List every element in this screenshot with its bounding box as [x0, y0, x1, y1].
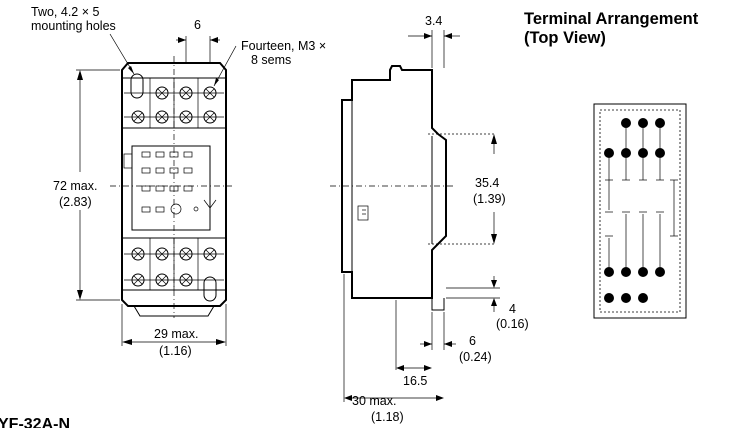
height-dimension-inch: (2.83) — [59, 195, 92, 209]
overall-dimension-mm: 30 max. — [352, 394, 397, 408]
terminal-arrangement-diagram — [593, 103, 687, 319]
screws-note-line2: 8 sems — [251, 53, 292, 67]
terminal-pitch-dimension: 6 — [194, 18, 201, 32]
height-dimension-mm: 72 max. — [53, 179, 98, 193]
mounting-holes-note-line1: Two, 4.2 × 5 — [31, 5, 100, 19]
side-top-dimension: 3.4 — [425, 14, 443, 28]
side-view-dimensions — [343, 30, 500, 402]
front-view-socket — [110, 56, 232, 318]
side-view-profile — [330, 65, 494, 311]
screws-note-line1: Fourteen, M3 × — [241, 39, 327, 53]
foot-dimension-mm: 6 — [469, 334, 476, 348]
rail-dimension-mm: 35.4 — [475, 176, 500, 190]
terminal-arrangement-subtitle: (Top View) — [524, 29, 606, 47]
depth-dimension: 16.5 — [403, 374, 428, 388]
width-dimension-inch: (1.16) — [159, 344, 192, 358]
model-caption: YF-32A-N — [0, 416, 71, 428]
foot-dimension-inch: (0.24) — [459, 350, 492, 364]
mounting-holes-note-line2: mounting holes — [31, 19, 116, 33]
step-dimension-inch: (0.16) — [496, 317, 529, 331]
front-view-dimensions — [76, 33, 237, 346]
overall-dimension-inch: (1.18) — [371, 410, 404, 424]
terminal-arrangement-title: Terminal Arrangement — [524, 10, 699, 28]
step-dimension-mm: 4 — [509, 302, 516, 316]
rail-dimension-inch: (1.39) — [473, 192, 506, 206]
width-dimension-mm: 29 max. — [154, 327, 199, 341]
